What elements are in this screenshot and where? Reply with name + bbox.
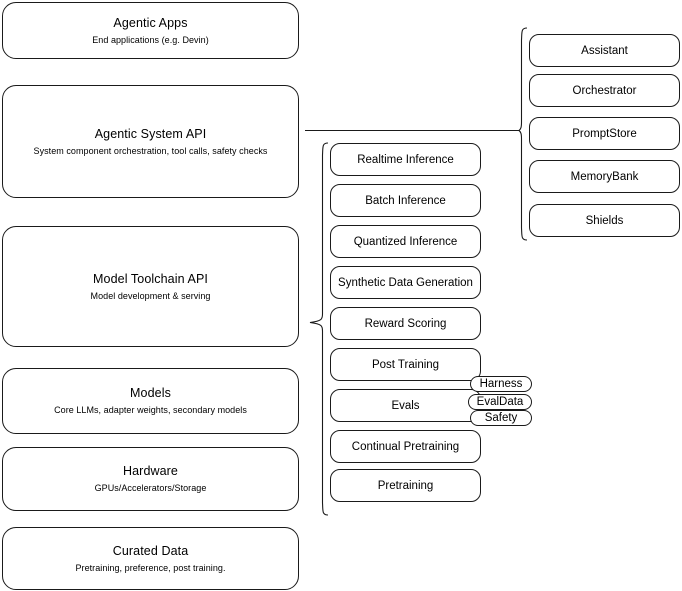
layer-title: Models xyxy=(130,386,171,400)
system-chip-promptstore[interactable]: PromptStore xyxy=(529,117,680,150)
layer-title: Hardware xyxy=(123,464,178,478)
system-chip-assistant[interactable]: Assistant xyxy=(529,34,680,67)
layer-title: Agentic System API xyxy=(94,126,207,141)
layer-box-agentic-apps[interactable]: Agentic Apps End applications (e.g. Devi… xyxy=(2,2,299,59)
layer-subtitle: End applications (e.g. Devin) xyxy=(92,34,209,45)
layer-subtitle: Core LLMs, adapter weights, secondary mo… xyxy=(54,405,247,415)
eval-pill-safety[interactable]: Safety xyxy=(470,410,532,426)
chip-label: MemoryBank xyxy=(570,170,639,183)
toolchain-chip-quantized-inference[interactable]: Quantized Inference xyxy=(330,225,481,258)
layer-subtitle: System component orchestration, tool cal… xyxy=(33,145,268,156)
layer-title: Curated Data xyxy=(112,543,189,558)
chip-label: Pretraining xyxy=(377,479,434,492)
bracket-system-components xyxy=(518,27,528,241)
chip-label: Assistant xyxy=(581,44,628,57)
toolchain-chip-post-training[interactable]: Post Training xyxy=(330,348,481,381)
eval-pill-harness[interactable]: Harness xyxy=(470,376,532,392)
system-chip-memorybank[interactable]: MemoryBank xyxy=(529,160,680,193)
toolchain-chip-evals[interactable]: Evals xyxy=(330,389,481,422)
layer-box-hardware[interactable]: Hardware GPUs/Accelerators/Storage xyxy=(2,447,299,511)
toolchain-chip-batch-inference[interactable]: Batch Inference xyxy=(330,184,481,217)
layer-box-agentic-system-api[interactable]: Agentic System API System component orch… xyxy=(2,85,299,198)
system-chip-orchestrator[interactable]: Orchestrator xyxy=(529,74,680,107)
layer-box-models[interactable]: Models Core LLMs, adapter weights, secon… xyxy=(2,368,299,434)
toolchain-chip-pretraining[interactable]: Pretraining xyxy=(330,469,481,502)
chip-label: Orchestrator xyxy=(572,84,637,97)
system-chip-shields[interactable]: Shields xyxy=(529,204,680,237)
bracket-toolchain-components xyxy=(309,142,329,516)
chip-label: Quantized Inference xyxy=(353,235,458,248)
layer-title: Model Toolchain API xyxy=(93,271,208,286)
chip-label: Post Training xyxy=(371,358,440,371)
eval-pill-evaldata[interactable]: EvalData xyxy=(468,394,532,410)
toolchain-chip-continual-pretraining[interactable]: Continual Pretraining xyxy=(330,430,481,463)
chip-label: Reward Scoring xyxy=(364,317,447,330)
layer-title: Agentic Apps xyxy=(113,15,188,30)
chip-label: Batch Inference xyxy=(365,194,446,207)
layer-box-model-toolchain-api[interactable]: Model Toolchain API Model development & … xyxy=(2,226,299,347)
chip-label: Realtime Inference xyxy=(357,153,454,166)
chip-label: PromptStore xyxy=(572,127,637,140)
toolchain-chip-reward-scoring[interactable]: Reward Scoring xyxy=(330,307,481,340)
chip-label: Evals xyxy=(391,399,420,412)
chip-label: Synthetic Data Generation xyxy=(338,276,473,289)
pill-label: Safety xyxy=(484,411,518,424)
layer-subtitle: Pretraining, preference, post training. xyxy=(75,562,226,573)
chip-label: Shields xyxy=(585,214,624,227)
layer-subtitle: Model development & serving xyxy=(90,290,211,301)
pill-label: EvalData xyxy=(476,395,524,408)
pill-label: Harness xyxy=(479,377,523,390)
toolchain-chip-realtime-inference[interactable]: Realtime Inference xyxy=(330,143,481,176)
chip-label: Continual Pretraining xyxy=(351,440,460,453)
layer-box-curated-data[interactable]: Curated Data Pretraining, preference, po… xyxy=(2,527,299,590)
toolchain-chip-synthetic-data-generation[interactable]: Synthetic Data Generation xyxy=(330,266,481,299)
layer-subtitle: GPUs/Accelerators/Storage xyxy=(94,483,207,493)
